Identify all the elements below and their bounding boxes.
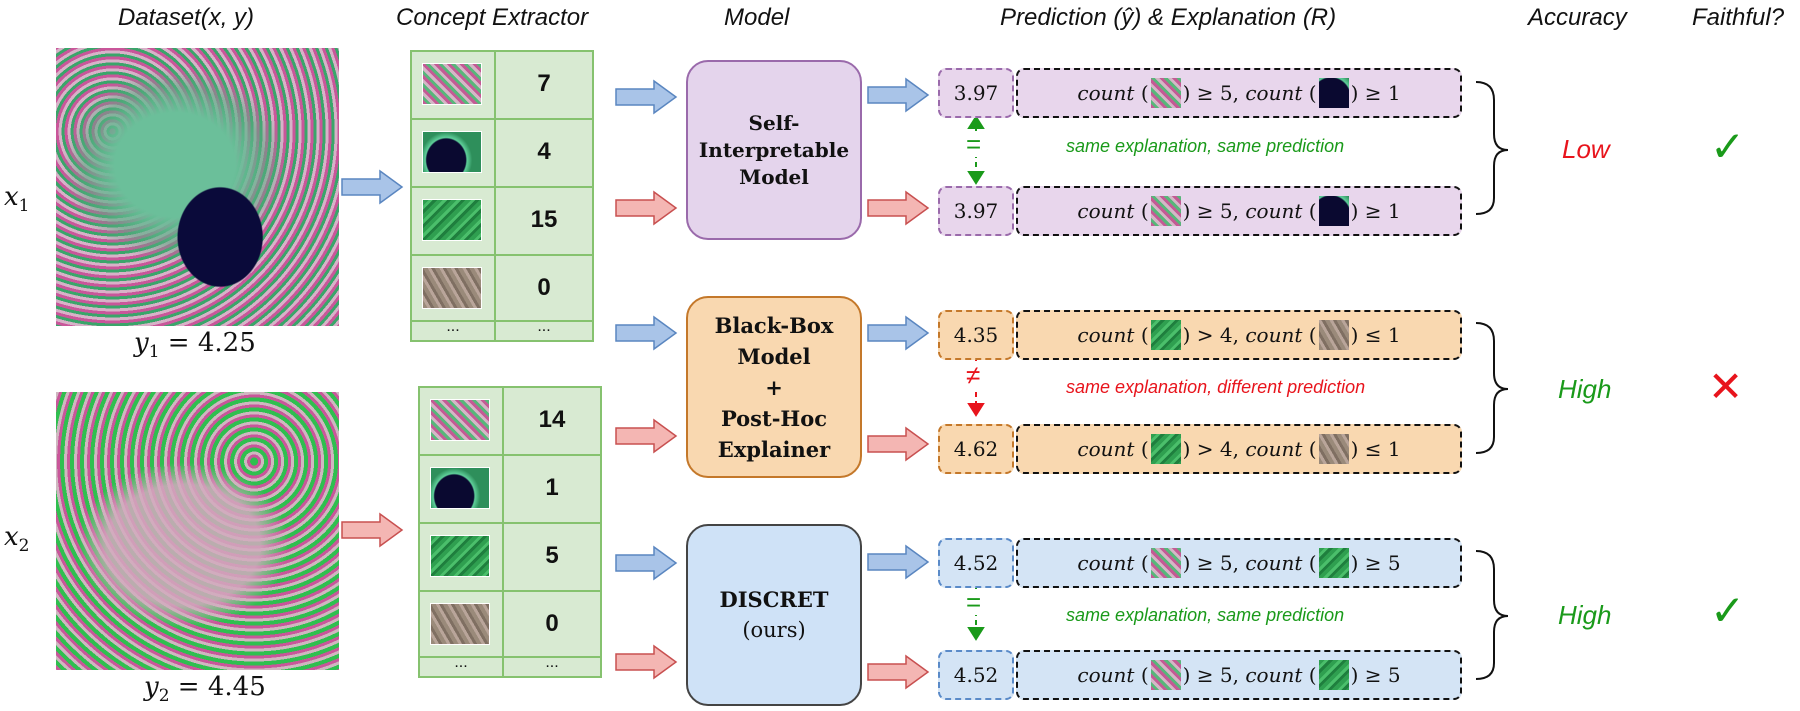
ellipsis: ... xyxy=(454,654,468,671)
concept-icon-pink xyxy=(1150,548,1181,578)
arrow-blue xyxy=(615,546,677,580)
ellipsis: ... xyxy=(446,318,460,335)
cross-icon: ✕ xyxy=(1708,363,1744,410)
arrow-red xyxy=(867,427,929,461)
concept-thumbnail-dark xyxy=(422,131,482,173)
explanation-rule: count () > 4, count () ≤ 1 xyxy=(1016,310,1462,360)
accuracy-value: High xyxy=(1558,374,1612,404)
concept-icon-dark xyxy=(1318,78,1349,108)
explanation-rule: count () ≥ 5, count () ≥ 1 xyxy=(1016,68,1462,118)
prediction-value: 4.62 xyxy=(938,424,1014,474)
arrow-red xyxy=(867,655,929,689)
prediction-value: 3.97 xyxy=(938,68,1014,118)
discret-model: DISCRET(ours) xyxy=(686,524,862,706)
arrow-blue xyxy=(615,316,677,350)
concept-thumbnail-pink xyxy=(422,63,482,105)
concept-icon-dark xyxy=(1318,196,1349,226)
concept-thumbnail-green xyxy=(430,535,490,577)
concept-icon-green xyxy=(1150,320,1181,350)
accuracy-value: Low xyxy=(1562,134,1610,164)
header-dataset: Dataset(x, y) xyxy=(118,4,255,31)
explanation-rule: count () ≥ 5, count () ≥ 1 xyxy=(1016,186,1462,236)
x2-label: x2 xyxy=(4,522,30,557)
header-prediction: Prediction (ŷ) & Explanation (R) xyxy=(1000,4,1337,31)
prediction-value: 4.52 xyxy=(938,650,1014,700)
check-icon: ✓ xyxy=(1710,587,1746,634)
y2-label: y2 = 4.45 xyxy=(144,672,266,707)
satellite-image-2 xyxy=(56,392,339,670)
concept-icon-green xyxy=(1318,548,1349,578)
arrow-red xyxy=(615,419,677,453)
concept-count: 5 xyxy=(545,542,559,569)
arrow-red xyxy=(341,513,403,547)
concept-thumbnail-brown xyxy=(430,603,490,645)
arrow-blue xyxy=(615,80,677,114)
check-icon: ✓ xyxy=(1710,123,1746,170)
explanation-rule: count () ≥ 5, count () ≥ 5 xyxy=(1016,650,1462,700)
explanation-rule: count () ≥ 5, count () ≥ 5 xyxy=(1016,538,1462,588)
concept-thumbnail-pink xyxy=(430,399,490,441)
arrow-blue xyxy=(867,545,929,579)
concept-thumbnail-brown xyxy=(422,267,482,309)
x1-label: x1 xyxy=(4,182,30,217)
prediction-value: 4.35 xyxy=(938,310,1014,360)
concept-icon-green xyxy=(1150,434,1181,464)
concept-icon-green xyxy=(1318,660,1349,690)
not-equal-symbol: ≠ xyxy=(966,360,981,390)
concept-count: 7 xyxy=(537,70,551,97)
concept-count: 4 xyxy=(537,138,551,165)
header-faithful: Faithful? xyxy=(1692,4,1785,31)
explanation-note: same explanation, different prediction xyxy=(1066,377,1366,397)
arrow-red xyxy=(615,191,677,225)
arrow-blue xyxy=(341,170,403,204)
concept-count: 0 xyxy=(537,274,551,301)
concept-thumbnail-dark xyxy=(430,467,490,509)
concept-icon-brown xyxy=(1318,320,1349,350)
concept-table-2: 14 1 5 0 ... ... xyxy=(418,386,602,678)
header-concept-extractor: Concept Extractor xyxy=(396,4,589,31)
concept-icon-brown xyxy=(1318,434,1349,464)
prediction-value: 4.52 xyxy=(938,538,1014,588)
explanation-note: same explanation, same prediction xyxy=(1066,136,1345,156)
arrow-red xyxy=(615,645,677,679)
header-accuracy: Accuracy xyxy=(1528,4,1627,31)
concept-count: 0 xyxy=(545,610,559,637)
concept-icon-pink xyxy=(1150,196,1181,226)
arrow-blue xyxy=(867,78,929,112)
equal-symbol: = xyxy=(966,587,982,617)
explanation-note: same explanation, same prediction xyxy=(1066,605,1345,625)
concept-thumbnail-green xyxy=(422,199,482,241)
satellite-image-1 xyxy=(56,48,339,326)
ellipsis: ... xyxy=(537,318,551,335)
concept-table-1: 7 4 15 0 ... ... xyxy=(410,50,594,342)
concept-count: 15 xyxy=(530,206,558,233)
arrow-red xyxy=(867,191,929,225)
ellipsis: ... xyxy=(545,654,559,671)
header-model: Model xyxy=(724,4,790,31)
explanation-rule: count () > 4, count () ≤ 1 xyxy=(1016,424,1462,474)
concept-icon-pink xyxy=(1150,78,1181,108)
prediction-value: 3.97 xyxy=(938,186,1014,236)
equal-symbol: = xyxy=(966,129,982,159)
arrow-blue xyxy=(867,316,929,350)
concept-count: 14 xyxy=(538,406,566,433)
concept-count: 1 xyxy=(545,474,559,501)
concept-icon-pink xyxy=(1150,660,1181,690)
y1-label: y1 = 4.25 xyxy=(134,328,256,363)
accuracy-value: High xyxy=(1558,600,1612,630)
